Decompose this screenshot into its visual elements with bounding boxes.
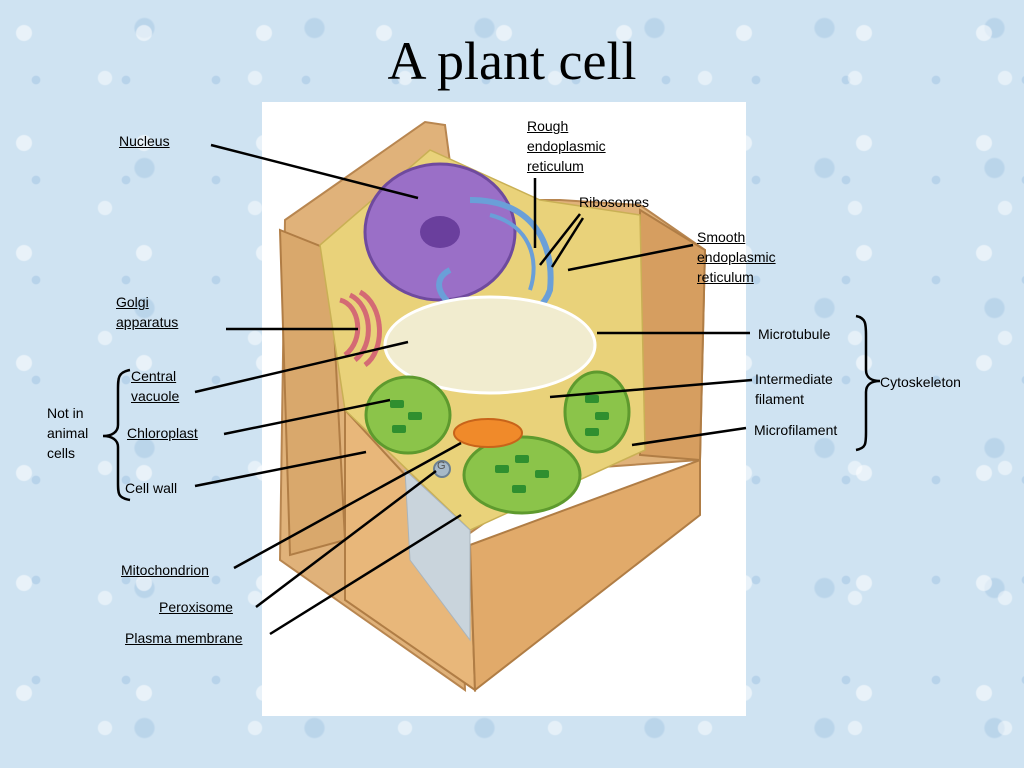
leader-lines (194, 143, 753, 636)
cytoskeleton-brace (855, 314, 881, 452)
mitochondrion-shape (453, 418, 523, 448)
cell-wall-right (639, 208, 707, 462)
label-chloroplast: Chloroplast (127, 425, 198, 441)
label-microtubule: Microtubule (758, 326, 831, 342)
label-plasma-membrane: Plasma membrane (125, 630, 243, 646)
not-in-animal-cells-brace (102, 368, 131, 502)
golgi-shape (339, 289, 382, 368)
golgi-g-mark: G (437, 460, 446, 472)
cell-wall-right-front (468, 458, 701, 692)
label-peroxisome: Peroxisome (159, 599, 233, 615)
label-cell-wall: Cell wall (125, 480, 178, 496)
plasma-membrane-region (404, 468, 471, 642)
label-cytoskeleton: Cytoskeleton (880, 374, 961, 390)
central-vacuole-shape (383, 295, 597, 395)
chloroplast-shape-3 (462, 435, 582, 515)
label-nucleus: Nucleus (119, 133, 170, 149)
peroxisome-shape (433, 460, 451, 478)
nucleolus-shape (420, 216, 460, 248)
slide-title: A plant cell (387, 31, 637, 91)
label-microfilament: Microfilament (754, 422, 838, 438)
label-ribosomes: Ribosomes (579, 194, 650, 210)
label-mitochondrion: Mitochondrion (121, 562, 209, 578)
